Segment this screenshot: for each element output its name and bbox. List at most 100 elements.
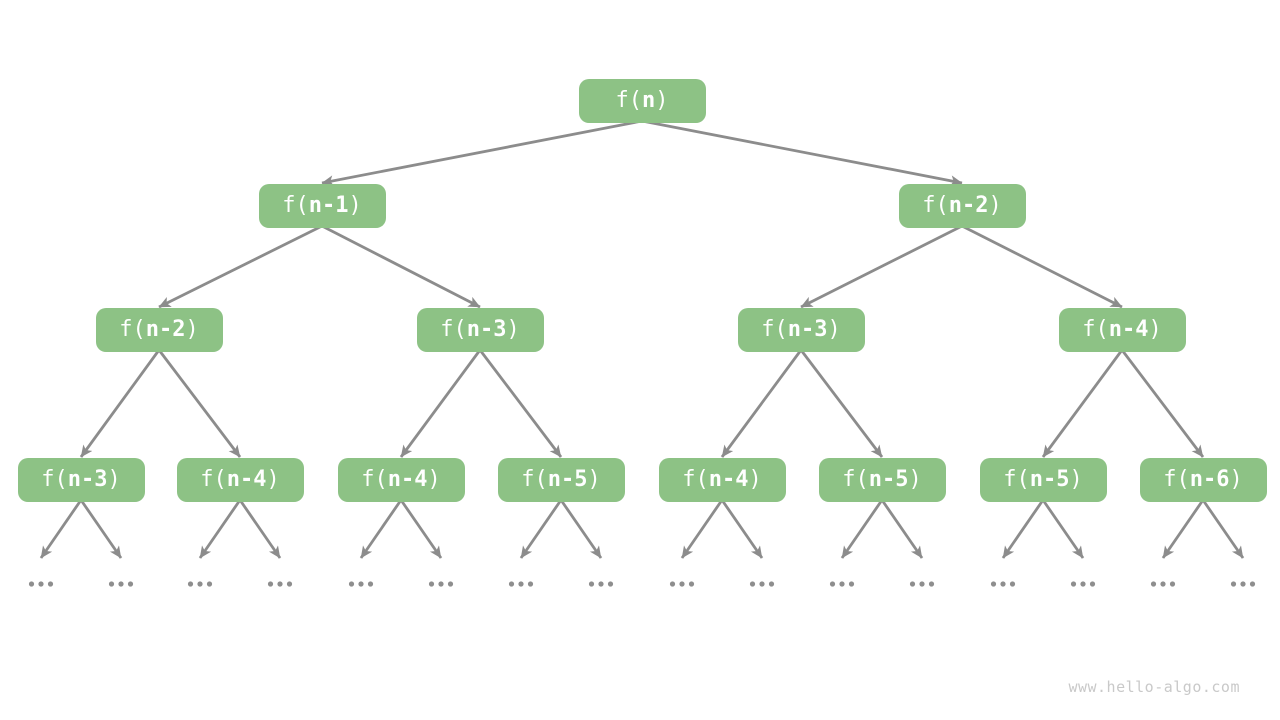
node-label-post: ) <box>587 467 601 492</box>
ellipsis-dot <box>1150 581 1157 587</box>
node-label-mid: n-5 <box>1029 467 1070 492</box>
watermark: www.hello-algo.com <box>1068 678 1240 696</box>
node-label-post: ) <box>748 467 762 492</box>
node-label-post: ) <box>506 317 520 342</box>
edge-arrow <box>478 349 563 458</box>
ellipsis-dot <box>38 581 44 587</box>
ellipsis-dot <box>928 581 935 587</box>
node-label-post: ) <box>988 193 1002 218</box>
ellipsis-dot <box>1000 581 1006 587</box>
ellipsis-dot <box>1169 581 1176 587</box>
node-label-post: ) <box>266 467 280 492</box>
leaf-arrow <box>1161 499 1205 559</box>
edge-arrow <box>720 349 803 458</box>
node-label-post: ) <box>827 317 841 342</box>
node-label-pre: f( <box>1082 317 1109 342</box>
node-label-post: ) <box>655 88 669 113</box>
tree-node: f(n-1) <box>258 184 386 228</box>
ellipsis-dot <box>367 581 374 587</box>
node-label-mid: n-3 <box>787 317 828 342</box>
edge-arrow <box>799 349 884 458</box>
ellipsis-group <box>28 581 1256 587</box>
edge-arrow <box>1120 349 1205 458</box>
ellipsis-dot <box>527 581 534 587</box>
ellipsis-dot <box>768 581 775 587</box>
ellipsis-dot <box>1230 581 1237 587</box>
ellipsis-dot <box>127 581 134 587</box>
ellipsis-dot <box>1089 581 1096 587</box>
ellipsis-dot <box>358 581 364 587</box>
ellipsis-dot <box>598 581 604 587</box>
edge-arrow <box>641 119 963 187</box>
node-label-pre: f( <box>41 467 68 492</box>
leaf-arrow <box>559 499 603 559</box>
leaf-arrow <box>840 499 884 559</box>
ellipsis <box>28 581 54 587</box>
edge-arrow <box>961 224 1123 309</box>
ellipsis-dot <box>607 581 614 587</box>
node-label-mid: n <box>642 88 656 113</box>
leaf-arrow <box>399 499 443 559</box>
node-label-mid: n-1 <box>308 193 349 218</box>
node-label-pre: f( <box>361 467 388 492</box>
ellipsis-dot <box>108 581 115 587</box>
tree-node: f(n-4) <box>176 458 304 502</box>
node-label-pre: f( <box>282 193 309 218</box>
ellipsis-dot <box>839 581 845 587</box>
ellipsis <box>909 581 935 587</box>
ellipsis-dot <box>438 581 444 587</box>
node-label-post: ) <box>107 467 121 492</box>
node-label-mid: n-4 <box>1108 317 1149 342</box>
ellipsis-dot <box>990 581 997 587</box>
node-label-pre: f( <box>521 467 548 492</box>
tree-node: f(n-5) <box>818 458 946 502</box>
leaf-arrow <box>1001 499 1045 559</box>
edge-arrow <box>399 349 482 458</box>
node-label-mid: n-4 <box>226 467 267 492</box>
node-label-mid: n-5 <box>547 467 588 492</box>
node-label-pre: f( <box>922 193 949 218</box>
tree-node: f(n-5) <box>979 458 1107 502</box>
ellipsis <box>990 581 1016 587</box>
ellipsis-dot <box>749 581 756 587</box>
ellipsis-dot <box>1070 581 1077 587</box>
ellipsis-dot <box>428 581 435 587</box>
edge-arrow <box>157 349 242 458</box>
ellipsis <box>588 581 614 587</box>
ellipsis-dot <box>588 581 595 587</box>
ellipsis-dot <box>348 581 355 587</box>
node-label-post: ) <box>427 467 441 492</box>
leaf-arrow <box>1041 499 1085 559</box>
node-label-mid: n-5 <box>868 467 909 492</box>
ellipsis-dot <box>759 581 765 587</box>
ellipsis <box>1150 581 1176 587</box>
leaf-arrow <box>79 499 123 559</box>
node-label-post: ) <box>1148 317 1162 342</box>
ellipsis <box>108 581 134 587</box>
node-label-mid: n-4 <box>708 467 749 492</box>
ellipsis <box>187 581 213 587</box>
node-label-mid: n-3 <box>466 317 507 342</box>
edge-arrow <box>800 224 963 309</box>
ellipsis-dot <box>206 581 213 587</box>
node-label-mid: n-3 <box>67 467 108 492</box>
node-label-pre: f( <box>682 467 709 492</box>
ellipsis-dot <box>267 581 274 587</box>
leaf-arrow <box>519 499 563 559</box>
ellipsis-dot <box>197 581 203 587</box>
tree-node: f(n-2) <box>898 184 1026 228</box>
node-label-pre: f( <box>842 467 869 492</box>
ellipsis-dot <box>447 581 454 587</box>
ellipsis-dot <box>518 581 524 587</box>
tree-node: f(n-4) <box>1058 308 1186 352</box>
ellipsis-dot <box>1009 581 1016 587</box>
node-label-post: ) <box>1069 467 1083 492</box>
ellipsis <box>669 581 695 587</box>
node-label-pre: f( <box>1003 467 1030 492</box>
tree-node: f(n-4) <box>658 458 786 502</box>
ellipsis-dot <box>508 581 515 587</box>
ellipsis <box>508 581 534 587</box>
tree-node: f(n-4) <box>337 458 465 502</box>
